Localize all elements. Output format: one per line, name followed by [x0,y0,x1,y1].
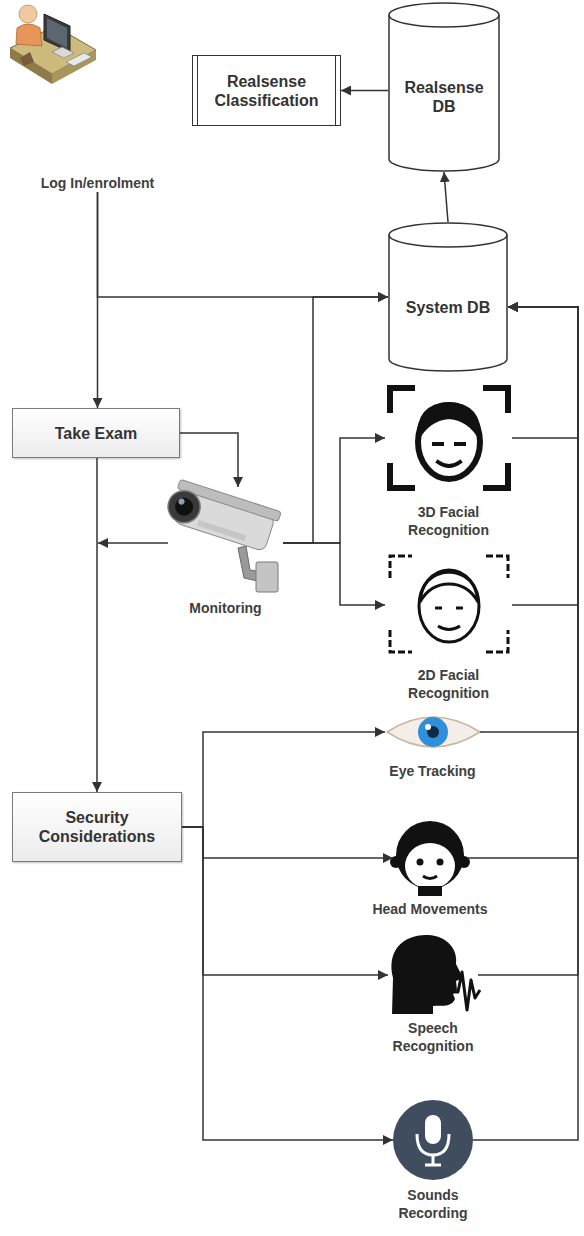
node-text: Security Considerations [21,808,173,846]
connector-arrow [478,307,578,975]
node-text: Take Exam [55,424,137,443]
enrolment-node: Log In/enrolment [20,0,175,192]
cylinder-body [389,223,507,371]
microphone-icon [393,1100,473,1180]
feed-line [98,542,168,544]
node-label: Eye Tracking [377,762,489,780]
cylinder-body [389,3,499,171]
workstation-icon [10,5,96,84]
connector-arrow [182,732,385,827]
connector-arrow [508,307,578,605]
connector-arrow [180,433,238,487]
database-cylinder: Realsense DB [388,2,500,172]
cylinder-rim [389,15,499,27]
connector-arrow [444,172,448,222]
icon-node: Eye Tracking [385,712,480,780]
connector-arrow [480,307,578,732]
node-label: Speech Recognition [381,1019,485,1055]
connector-arrow [283,297,388,543]
icon-node: 3D Facial Recognition [385,383,512,539]
face-2d-icon [390,556,508,652]
icon-node: Sounds Recording [393,1100,473,1222]
connector-arrow [96,458,98,792]
process-box: Take Exam [12,408,180,458]
connector-arrow [473,307,578,1140]
connector-arrow [182,827,393,1140]
icon-node: Head Movements [393,818,467,918]
icon-node: Speech Recognition [388,935,478,1055]
connector-arrow [467,307,578,858]
camera-icon [163,478,281,592]
node-text: Realsense Classification [205,72,328,110]
connector-arrow [283,543,385,605]
node-label: Sounds Recording [387,1186,479,1222]
connector-arrow [182,827,388,975]
connector-arrow [182,827,393,858]
connector-arrow [508,307,578,438]
icon-node: Monitoring [168,487,283,617]
node-label: Monitoring [174,599,278,617]
connector-arrow [98,192,389,297]
head-icon [390,821,470,896]
face-3d-icon [390,388,508,488]
node-label: 2D Facial Recognition [397,666,501,702]
process-box: Security Considerations [12,792,182,862]
connector-arrow [97,192,99,408]
cylinder-outline [388,222,508,372]
icon-node: 2D Facial Recognition [385,550,512,702]
database-cylinder: System DB [388,222,508,372]
process-box: Realsense Classification [192,55,341,126]
connector-arrow [283,438,385,543]
node-text: System DB [398,298,498,317]
connector-arrow [341,90,388,92]
speech-icon [391,935,480,1014]
eye-icon [387,717,480,747]
node-label: Head Movements [364,900,496,918]
node-text: Realsense DB [398,78,490,116]
node-label: Log In/enrolment [20,174,175,192]
node-label: 3D Facial Recognition [397,503,501,539]
cylinder-rim [389,235,507,247]
